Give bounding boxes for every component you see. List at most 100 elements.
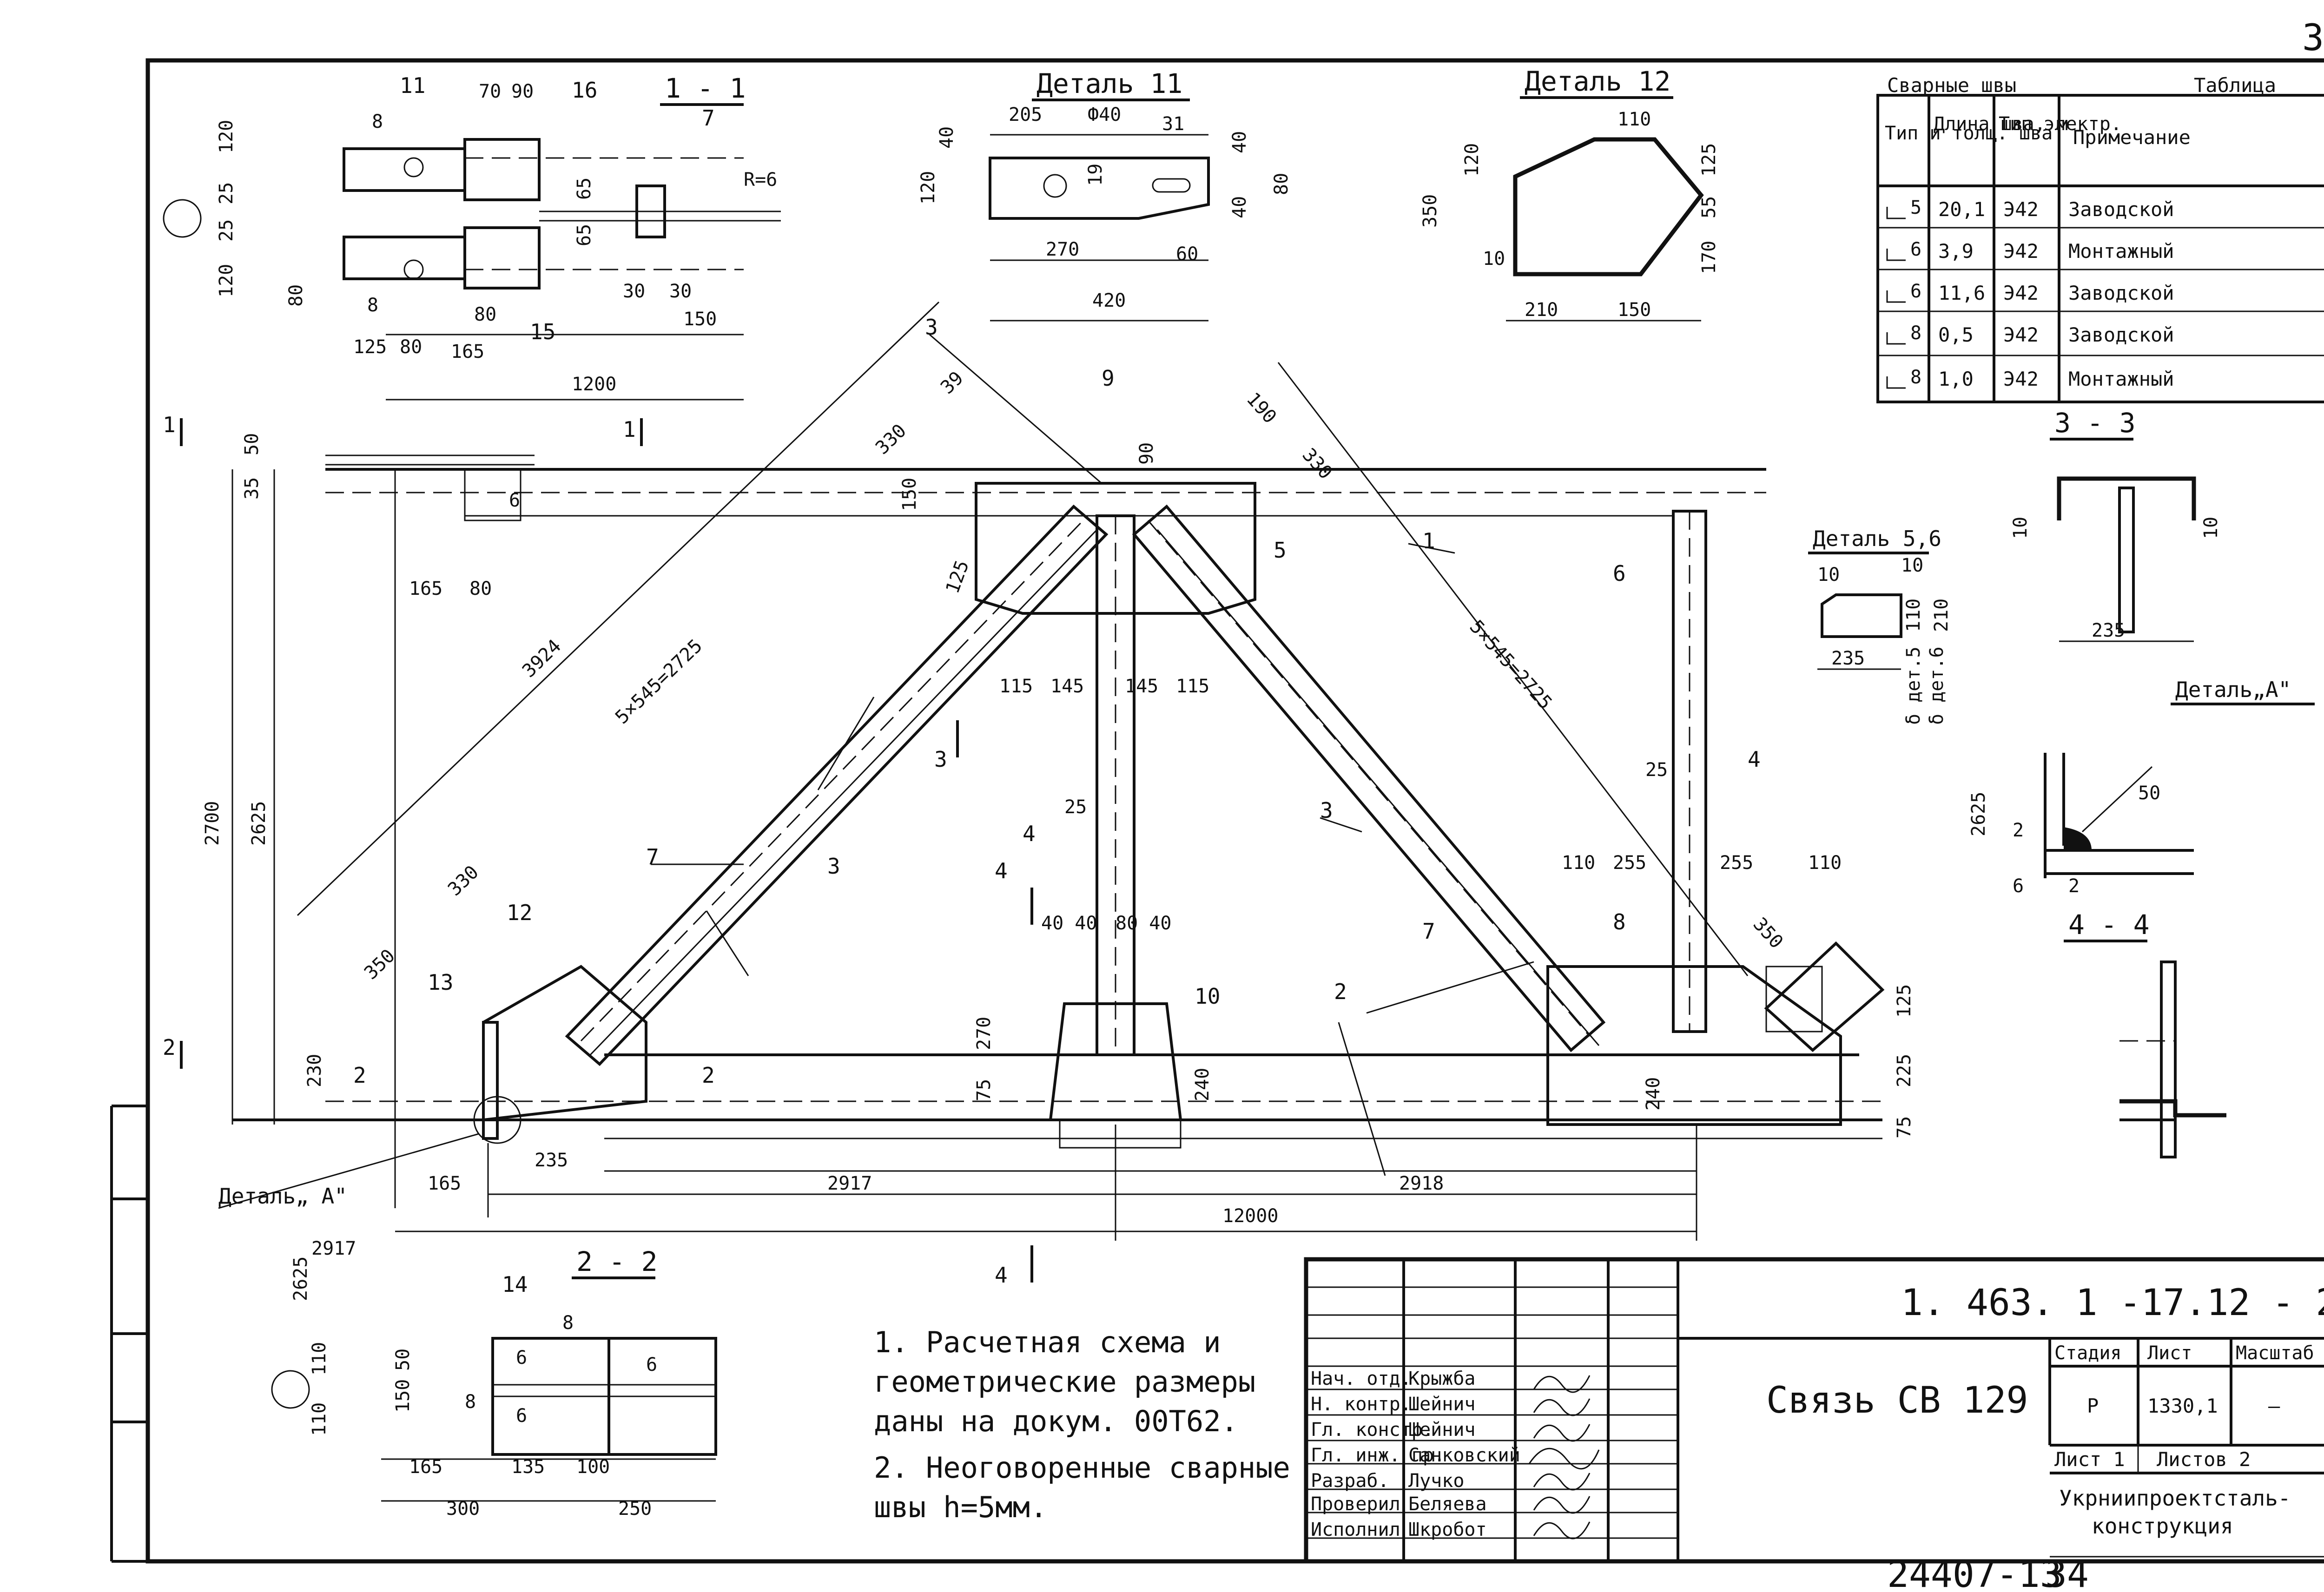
weld-header-electrode: Тип электр. [1999, 113, 2122, 135]
role-1: Нач. отд. [1311, 1368, 1412, 1389]
s11-dim-120-a: 120 [216, 120, 237, 153]
weld-row2-length: 3,9 [1938, 240, 1974, 263]
dim-350-b: 350 [1749, 914, 1788, 953]
dim-height-outer: 2700 [202, 801, 223, 846]
s11-dim-120-b: 120 [216, 264, 237, 297]
s11-radius: R=6 [744, 169, 777, 191]
name-1: Крыжба [1408, 1368, 1476, 1389]
weld-row5-length: 1,0 [1938, 368, 1974, 390]
dim-50: 50 [241, 433, 263, 455]
d12-dim-55: 55 [1698, 196, 1720, 218]
sheet-number: Лист 1 [2054, 1448, 2125, 1471]
part-2: 2 [1334, 979, 1347, 1004]
dim-125-b: 125 [1894, 984, 1915, 1018]
s22-dim-6-b: 6 [516, 1405, 527, 1427]
name-5: Лучко [1408, 1470, 1464, 1492]
s11-dim-30-b: 30 [669, 281, 692, 302]
cut-3-top: 3 [925, 315, 938, 340]
s11-dim-25-b: 25 [216, 219, 237, 242]
d11-dim-40-a: 40 [936, 126, 957, 149]
d56-dim-110: 110 [1903, 599, 1924, 632]
truss-elevation [231, 301, 1885, 1241]
name-4: Санковский [1408, 1445, 1520, 1466]
scale-value: — [2268, 1395, 2280, 1417]
d12-dim-120: 120 [1461, 143, 1483, 177]
d12-dim-10: 10 [1483, 248, 1505, 270]
part-numbers: 1 2 3 3 4 4 5 6 7 7 8 9 10 12 13 [428, 366, 1761, 1009]
s22-dim-50: 50 [392, 1349, 414, 1371]
cut-2-right: 2 [702, 1063, 715, 1088]
cut-2-left: 2 [163, 1035, 176, 1060]
weld-row2-type: 6 [1910, 239, 1921, 260]
d11-dim-19: 19 [1085, 164, 1106, 186]
d11-dim-60: 60 [1176, 243, 1198, 265]
drawing-name: Связь СВ 129 [1766, 1380, 2028, 1421]
s11-dim-8-b: 8 [367, 295, 378, 316]
s11-dim-70: 70 [479, 81, 501, 102]
part-13: 13 [428, 970, 453, 995]
d11-dim-120: 120 [918, 171, 939, 204]
scale-label: Масштаб [2236, 1342, 2314, 1364]
s22-dim-110-a: 110 [309, 1342, 330, 1375]
detail-a-callout: Деталь„ А" [218, 1184, 347, 1209]
sheet-label: Лист [2147, 1342, 2192, 1364]
part-5: 5 [1274, 538, 1287, 563]
weld-row1-length: 20,1 [1938, 198, 1985, 221]
part-12: 12 [507, 900, 532, 925]
dim-75-a: 75 [973, 1079, 995, 1101]
detail-12-title: Деталь 12 [1525, 66, 1670, 97]
s22-dim-6-c: 6 [646, 1354, 657, 1375]
part-9: 9 [1102, 366, 1115, 391]
s22-dim-150: 150 [392, 1379, 414, 1413]
s11-dim-165: 165 [451, 341, 484, 362]
dim-6: 6 [509, 490, 520, 511]
part-1: 1 [1422, 528, 1435, 553]
dim-25-a: 25 [1064, 796, 1087, 818]
weld-table: Сварные швы Таблица Тип и толщ. шва Длин… [1876, 74, 2324, 403]
weld-symbol-icon [1886, 207, 1906, 389]
part-10: 10 [1195, 984, 1220, 1009]
doc-code: 1. 463. 1 -17.12 - 21 [1901, 1282, 2324, 1324]
weld-table-title: Сварные швы [1887, 74, 2016, 97]
role-7: Исполнил [1311, 1519, 1400, 1540]
dim-height-inner: 2625 [248, 801, 270, 846]
sheet-value: 1330,1 [2147, 1395, 2218, 1417]
dim-235: 235 [535, 1150, 568, 1171]
dim-270: 270 [973, 1017, 995, 1050]
bottom-page: 34 [2045, 1554, 2089, 1592]
s33-dim-235: 235 [2092, 620, 2125, 641]
note-line-4: 2. Неоговоренные сварные [874, 1451, 1290, 1485]
cut-1-right: 1 [623, 417, 636, 442]
s22-dim-165: 165 [409, 1456, 442, 1478]
s11-dim-1200: 1200 [572, 374, 616, 395]
role-2: Н. контр. [1311, 1394, 1412, 1415]
name-3: Шейнич [1408, 1419, 1476, 1441]
sheets-total: Листов 2 [2157, 1448, 2251, 1471]
d11-dim-40-c: 40 [1229, 196, 1250, 218]
s22-dim-8-a: 8 [562, 1312, 574, 1334]
s11-dim-30-a: 30 [623, 281, 645, 302]
dim-diag-pitch-right: 5×545=2725 [1466, 616, 1556, 714]
note-line-1: 1. Расчетная схема и [874, 1325, 1221, 1359]
s22-part-14: 14 [502, 1272, 528, 1297]
d56-dim-10-b: 10 [1901, 555, 1923, 576]
note-line-3: даны на докум. 00Т62. [874, 1404, 1238, 1438]
dim-diag-length: 3924 [518, 635, 565, 682]
dim-330-a: 330 [872, 420, 911, 459]
part-8: 8 [1613, 909, 1626, 934]
dim-left-half: 2917 [827, 1173, 872, 1194]
s11-dim-125: 125 [353, 336, 387, 358]
detail-5-6-title: Деталь 5,6 [1813, 526, 1941, 551]
detail-11: Деталь 11 205 Ф40 31 40 120 40 80 40 270… [918, 68, 1292, 322]
d56-dim-210: 210 [1931, 599, 1952, 632]
name-6: Беляева [1408, 1493, 1487, 1515]
d11-dim-420: 420 [1092, 290, 1126, 311]
dim-25-b: 25 [1645, 759, 1668, 781]
dim-110-b: 110 [1808, 852, 1842, 874]
dim-90: 90 [1136, 442, 1157, 465]
stage-value: Р [2087, 1395, 2099, 1417]
weld-row2-electrode: Э42 [2003, 240, 2039, 263]
s11-dim-65-b: 65 [574, 224, 595, 246]
dim-165-b: 165 [428, 1173, 461, 1194]
